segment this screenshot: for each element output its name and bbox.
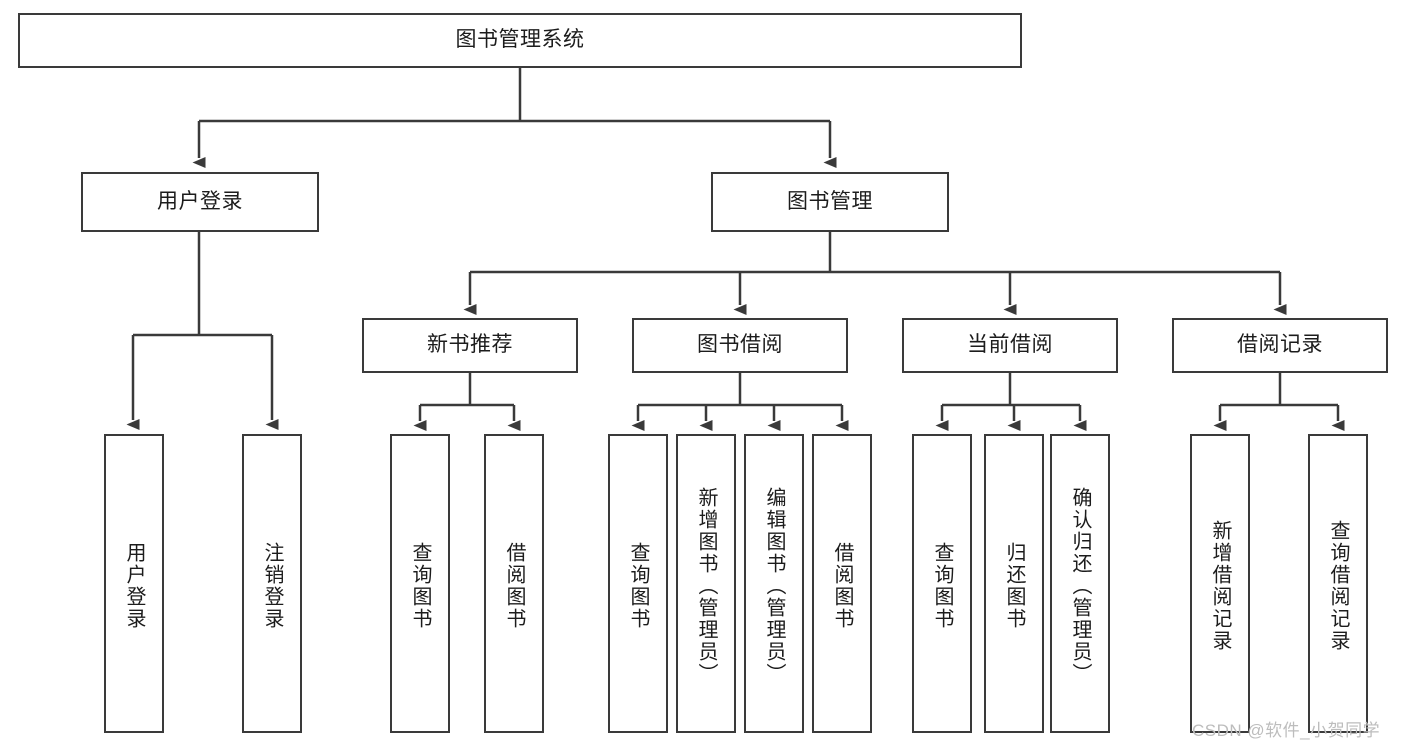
node-new-book-recommend-label: 新书推荐 [427,333,513,357]
book-manage-connectors [463,232,1287,315]
leaf-node[interactable]: 新增借阅记录 [1190,434,1250,733]
new-book-connectors [413,373,521,431]
csdn-watermark: CSDN @软件_小贺同学 [1192,721,1381,740]
leaf-node[interactable]: 借阅图书 [812,434,872,733]
leaf-node-label: 查询图书 [627,541,649,630]
leaf-node[interactable]: 查询图书 [912,434,972,733]
leaf-node-label: 新增借阅记录 [1209,519,1231,652]
leaf-node-label: 查询借阅记录 [1327,519,1349,652]
leaf-node[interactable]: 借阅图书 [484,434,544,733]
leaf-node[interactable]: 编辑图书（管理员） [744,434,804,733]
leaf-node[interactable]: 查询图书 [390,434,450,733]
leaf-node-label: 确认归还（管理员） [1069,486,1091,685]
leaf-node-label: 新增图书（管理员） [695,486,717,685]
node-current-borrow-label: 当前借阅 [967,333,1053,357]
node-root-label: 图书管理系统 [455,28,585,52]
leaf-node-label: 借阅图书 [503,541,525,630]
leaf-node[interactable]: 注销登录 [242,434,302,733]
leaf-node-label: 归还图书 [1003,541,1025,630]
leaf-node-label: 借阅图书 [831,541,853,630]
leaf-node-label: 查询图书 [931,541,953,630]
node-user-login[interactable]: 用户登录 [81,172,319,232]
leaf-node[interactable]: 归还图书 [984,434,1044,733]
leaf-node-label: 查询图书 [409,541,431,630]
leaf-node[interactable]: 查询图书 [608,434,668,733]
leaf-node[interactable]: 查询借阅记录 [1308,434,1368,733]
node-book-management[interactable]: 图书管理 [711,172,949,232]
node-new-book-recommend[interactable]: 新书推荐 [362,318,578,373]
borrow-record-connectors [1213,373,1345,431]
node-current-borrow[interactable]: 当前借阅 [902,318,1118,373]
leaf-node-label: 编辑图书（管理员） [763,486,785,685]
leaf-node-label: 注销登录 [261,541,283,630]
leaf-node[interactable]: 用户登录 [104,434,164,733]
leaf-node[interactable]: 新增图书（管理员） [676,434,736,733]
node-root[interactable]: 图书管理系统 [18,13,1022,68]
node-book-borrow-label: 图书借阅 [697,333,783,357]
leaf-node-label: 用户登录 [123,541,145,630]
node-borrow-record-label: 借阅记录 [1237,333,1323,357]
node-user-login-label: 用户登录 [157,189,243,213]
leaf-node[interactable]: 确认归还（管理员） [1050,434,1110,733]
node-book-management-label: 图书管理 [787,189,873,213]
user-login-connectors [126,232,279,430]
current-borrow-connectors [935,373,1087,431]
root-connectors [192,68,837,168]
node-book-borrow[interactable]: 图书借阅 [632,318,848,373]
node-borrow-record[interactable]: 借阅记录 [1172,318,1388,373]
borrow-book-connectors [631,373,849,431]
